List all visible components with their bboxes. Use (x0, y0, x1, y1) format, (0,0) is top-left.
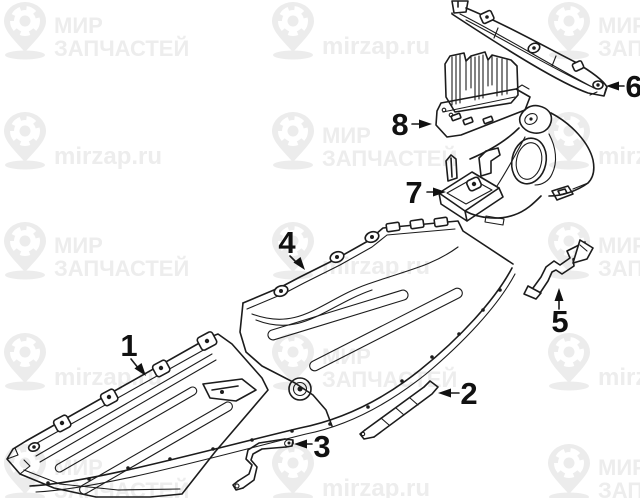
watermark-tile: mirzap.ru (4, 333, 162, 391)
watermark-brand-line1: МИР (322, 123, 371, 148)
watermark-domain: mirzap.ru (598, 364, 640, 391)
watermark-tile: mirzap.ru (548, 112, 640, 170)
callout-6-arrow (606, 81, 619, 91)
callout-4: 4 (278, 225, 305, 270)
watermark-brand-line1: МИР (598, 455, 640, 480)
part-7-air-duct (438, 104, 595, 226)
part-8-mount-bracket (435, 51, 531, 138)
part-7-tube-cap (518, 104, 553, 134)
watermark-brand-line2: ЗАПЧАСТЕЙ (54, 256, 189, 281)
part-3-outline (237, 438, 286, 482)
watermark-brand-line1: МИР (322, 344, 371, 369)
watermark-domain: mirzap.ru (54, 143, 162, 170)
part-2-outline (364, 380, 439, 438)
part-7-arm-outline (548, 112, 595, 197)
callout-8-number: 8 (391, 107, 408, 142)
callout-4-arrow (293, 256, 305, 270)
callout-7-arrow (433, 187, 446, 197)
watermark-brand-line1: МИР (54, 455, 103, 480)
callout-5-number: 5 (551, 304, 568, 339)
watermark-brand-line2: ЗАПЧАСТЕЙ (322, 146, 457, 171)
watermark-brand-line1: МИР (54, 13, 103, 38)
part-2-bracket-rail (359, 380, 439, 440)
watermark-brand-line2: ЗАПЧАСТЕЙ (598, 36, 640, 61)
watermark-domain: mirzap.ru (322, 33, 430, 60)
watermark-tile: mirzap.ru (272, 444, 430, 498)
watermark-brand-line1: МИР (598, 233, 640, 258)
part-6-sill-strip (451, 0, 608, 97)
part-7-tab (551, 185, 574, 201)
callout-8: 8 (391, 107, 432, 142)
part-1-outline (6, 333, 269, 498)
callout-1: 1 (120, 328, 146, 376)
watermark-tile: mirzap.ru (272, 2, 430, 60)
watermark-domain: mirzap.ru (598, 143, 640, 170)
callout-5-arrow (554, 288, 564, 301)
callout-3: 3 (294, 429, 331, 464)
callout-7: 7 (405, 175, 446, 210)
flange-outer-line (29, 267, 513, 487)
part-3-retaining-bracket (232, 438, 294, 491)
watermark-brand-line2: ЗАПЧАСТЕЙ (598, 478, 640, 498)
watermark-brand-line1: МИР (598, 13, 640, 38)
callout-5: 5 (551, 288, 569, 339)
watermark-brand-line2: ЗАПЧАСТЕЙ (54, 36, 189, 61)
watermark-brand-line2: ЗАПЧАСТЕЙ (598, 256, 640, 281)
part-1-underbody-panel (6, 331, 269, 498)
part-4-side-panel (202, 216, 514, 427)
callout-3-arrow (294, 439, 307, 449)
watermark-brand-line2: ЗАПЧАСТЕЙ (322, 367, 457, 392)
part-7-fin2 (478, 147, 501, 177)
part-5-support-bracket (523, 239, 594, 300)
callout-6-number: 6 (625, 69, 640, 104)
part-7-fin (445, 154, 458, 182)
part-6-end-tab (451, 0, 469, 14)
watermark-tile: mirzap.ru (548, 333, 640, 391)
callout-1-number: 1 (120, 328, 137, 363)
watermark-tile: mirzap.ru (4, 112, 162, 170)
callout-3-number: 3 (313, 429, 330, 464)
callout-2: 2 (438, 376, 478, 411)
bracket-plate-detail (202, 378, 257, 402)
watermark-layer: МИРЗАПЧАСТЕЙmirzap.ruМИРЗАПЧАСТЕЙmirzap.… (4, 2, 640, 498)
callout-6: 6 (606, 69, 640, 104)
part-4-left-edge (239, 302, 333, 427)
callout-4-number: 4 (278, 225, 296, 260)
callout-7-number: 7 (405, 175, 422, 210)
part-6-outline (451, 7, 608, 97)
grommet (288, 377, 312, 401)
callout-2-number: 2 (460, 376, 477, 411)
watermark-domain: mirzap.ru (322, 475, 430, 498)
watermark-brand-line1: МИР (54, 233, 103, 258)
part-5-outline (532, 241, 586, 289)
callout-2-arrow (438, 388, 451, 398)
callout-8-arrow (419, 119, 432, 129)
watermark-domain: mirzap.ru (54, 364, 162, 391)
callout-1-arrow (134, 362, 146, 376)
